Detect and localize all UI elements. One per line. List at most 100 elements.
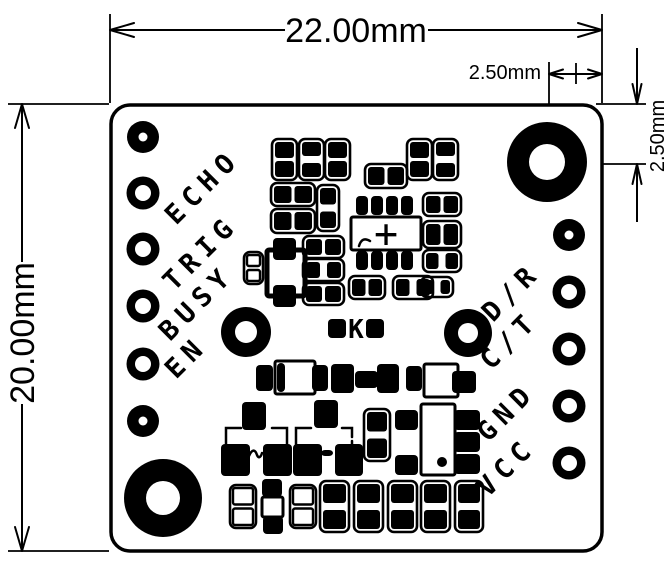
smd-pad: [306, 239, 322, 255]
smd-pad: [454, 410, 480, 430]
smd-pad: [302, 142, 321, 156]
smd-pad: [321, 450, 333, 456]
smd-footprint: [421, 191, 463, 218]
smd-pad: [231, 486, 255, 506]
silkscreen-mark: [270, 426, 289, 447]
smd-footprint: [352, 479, 385, 534]
component-outline: [349, 215, 423, 252]
smd-pad: [395, 455, 418, 475]
through-hole-pad: [507, 122, 587, 202]
drill-hole: [138, 416, 148, 426]
drill-hole: [138, 132, 148, 142]
drill-hole: [564, 230, 574, 240]
smd-pad: [221, 444, 250, 476]
smd-pad: [368, 279, 382, 296]
smd-footprint: [405, 137, 434, 182]
smd-pad: [436, 142, 455, 156]
smd-pad: [396, 279, 410, 296]
drill-hole: [135, 356, 151, 372]
smd-pad: [273, 238, 296, 260]
smd-pad: [314, 400, 338, 428]
drill-hole: [135, 298, 151, 314]
smd-pad: [371, 196, 383, 215]
via-pad: [553, 219, 585, 251]
smd-footprint: [386, 479, 419, 534]
smd-pad: [357, 510, 380, 529]
smd-footprint: [391, 274, 435, 301]
footprint-outline: [288, 483, 318, 530]
smd-footprint: [288, 483, 318, 530]
smd-footprint: [228, 483, 258, 530]
footprint-outline: [269, 181, 317, 208]
smd-pad: [323, 510, 346, 529]
dim-width-label: 22.00mm: [285, 12, 427, 50]
smd-pad: [401, 196, 413, 215]
footprint-outline: [453, 479, 485, 534]
smd-pad: [325, 286, 341, 302]
smd-pad: [410, 142, 429, 158]
smd-pad: [306, 262, 320, 278]
footprint-outline: [301, 281, 346, 307]
silkscreen-mark: [247, 449, 264, 459]
smd-pad: [357, 484, 380, 503]
smd-pad: [262, 479, 282, 497]
smd-pad: [458, 484, 480, 503]
smd-pad: [328, 319, 346, 338]
drill-hole: [561, 455, 577, 471]
smd-pad: [410, 161, 429, 177]
smd-pad: [242, 402, 266, 430]
footprint-outline: [323, 137, 352, 182]
drill-hole: [135, 241, 151, 257]
smd-footprint: [419, 479, 452, 534]
footprint-outline: [421, 219, 463, 250]
smd-pad: [275, 161, 294, 177]
smd-footprint: [363, 162, 409, 190]
smd-pad: [443, 224, 458, 245]
smd-footprint: [362, 407, 392, 463]
smd-pad: [458, 510, 480, 529]
smd-footprint: [453, 479, 485, 534]
arrowhead-right-icon: [577, 22, 603, 38]
ic-polarity-plus-marker: +: [374, 211, 398, 257]
footprint-outline: [315, 183, 341, 233]
smd-pad: [367, 438, 387, 458]
smd-pad: [325, 239, 341, 255]
pin1-dot-marker: [437, 457, 447, 467]
smd-pad: [452, 371, 476, 393]
smd-pad: [263, 516, 283, 534]
smd-pad: [327, 262, 341, 278]
footprint-outline: [362, 407, 392, 463]
footprint-outline: [363, 162, 409, 190]
smd-footprint: [323, 137, 352, 182]
silkscreen-mark: [224, 426, 243, 447]
smd-footprint: [421, 248, 463, 274]
smd-pad: [454, 432, 480, 452]
footprint-outline: [431, 137, 460, 182]
component-outline: [419, 402, 457, 477]
smd-pad: [454, 454, 480, 474]
smd-pad: [426, 196, 441, 213]
drill-hole: [235, 321, 257, 343]
silkscreen-mark: [357, 238, 372, 248]
smd-pad: [401, 251, 413, 270]
through-hole-pad: [126, 347, 160, 381]
smd-pad: [352, 279, 366, 296]
component-outline: [260, 495, 285, 519]
smd-pad: [245, 268, 262, 283]
smd-pad: [443, 196, 458, 213]
footprint-outline: [270, 137, 299, 182]
drill-hole: [458, 323, 478, 343]
smd-pad: [291, 507, 315, 527]
smd-pad: [355, 371, 378, 388]
smd-footprint: [301, 257, 346, 283]
smd-pad: [331, 364, 354, 393]
smd-footprint: [269, 207, 317, 235]
smd-pad: [294, 212, 312, 230]
smd-pad: [426, 253, 439, 269]
smd-pad: [323, 484, 346, 503]
arrowhead-right-icon: [587, 68, 603, 80]
smd-pad: [328, 142, 347, 158]
smd-footprint: [301, 281, 346, 307]
smd-pad: [386, 196, 398, 215]
